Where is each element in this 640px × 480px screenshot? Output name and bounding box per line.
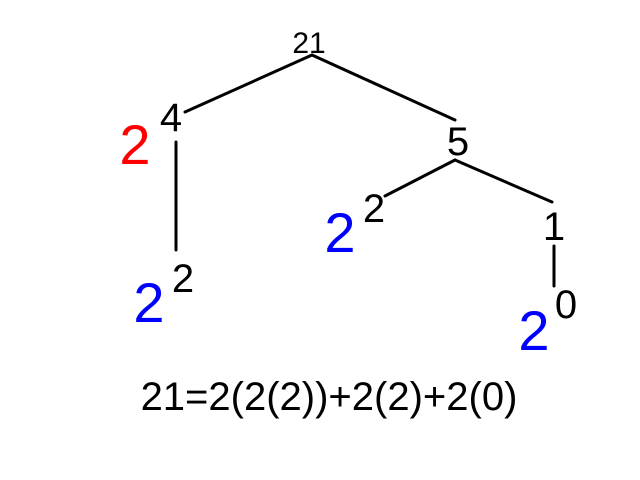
root-node-label: 21 [292,27,325,60]
left-child-base: 2 [133,271,164,334]
right-left-base: 2 [324,201,355,264]
right-left-node: 2 2 [324,187,385,264]
edge-right-to-right-right [453,158,554,204]
left-child-exponent: 2 [172,257,194,301]
right-left-exponent: 2 [363,187,385,231]
right-right-node-label: 1 [543,205,565,249]
right-right-child-base: 2 [518,299,549,362]
tree-edges [174,53,556,288]
left-node-base: 2 [119,113,150,176]
right-right-child-exponent: 0 [555,283,577,327]
right-node-label: 5 [447,120,469,164]
edge-root-to-left [183,53,314,114]
left-node-exponent: 4 [160,96,182,140]
right-right-child-node: 2 0 [518,283,577,362]
left-child-node: 2 2 [133,257,194,334]
edge-root-to-right [310,53,457,122]
decomposition-formula: 21=2(2(2))+2(2)+2(0) [141,375,518,419]
left-node: 2 4 [119,96,182,176]
edge-right-to-right-left [383,158,457,198]
